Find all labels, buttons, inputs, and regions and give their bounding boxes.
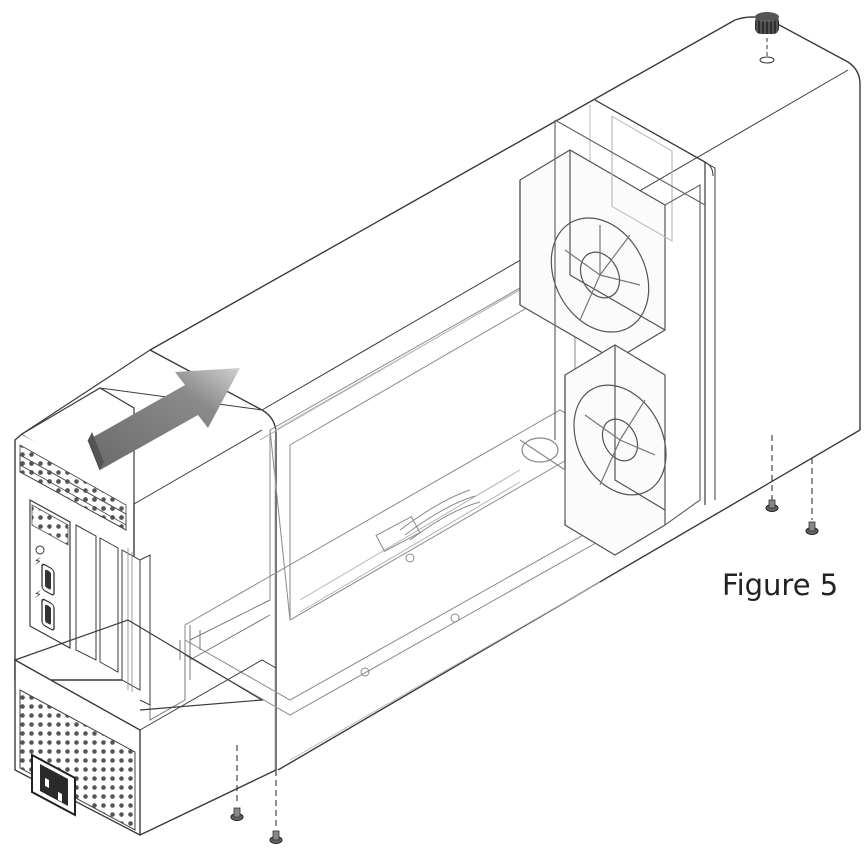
fan-icon: [564, 344, 667, 556]
screw-icon[interactable]: [269, 830, 283, 844]
front-panel: ⚡ ⚡: [14, 349, 277, 837]
power-inlet-icon[interactable]: [31, 753, 76, 817]
fan-icon: [519, 115, 673, 361]
fan-assembly: [519, 115, 706, 556]
thunderbolt-icon: ⚡: [34, 555, 42, 568]
thunderbolt-icon: ⚡: [34, 588, 42, 601]
thunderbolt-port[interactable]: [41, 598, 55, 631]
thunderbolt-port[interactable]: [41, 563, 55, 596]
outer-cover: [149, 16, 861, 771]
screw-guides: [236, 435, 813, 828]
screw-icon[interactable]: [230, 807, 244, 821]
figure-caption: Figure 5: [722, 568, 839, 602]
thumbscrew-icon[interactable]: [755, 12, 779, 64]
slide-direction-arrow-icon: [87, 368, 240, 471]
screw-icon[interactable]: [765, 499, 779, 512]
screw-icon[interactable]: [805, 521, 819, 535]
